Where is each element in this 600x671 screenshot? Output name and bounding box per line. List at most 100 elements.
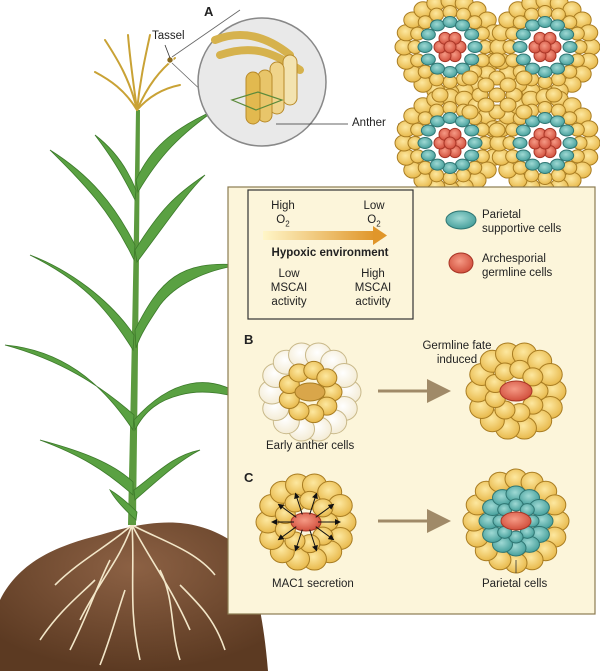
parietal-cell — [550, 115, 565, 128]
parietal-cell — [515, 28, 531, 41]
parietal-cell — [442, 16, 458, 28]
parietal-cell — [559, 28, 575, 41]
mac1-signal-arrow — [315, 526, 335, 541]
endothecium-cell — [429, 103, 445, 118]
connective-cell — [477, 97, 495, 113]
parietal-cell — [467, 41, 483, 53]
parietal-cell — [537, 112, 553, 124]
anther-label: Anther — [352, 117, 386, 129]
parietal-cell — [559, 124, 575, 137]
inner-cell — [522, 367, 544, 387]
parietal-cell — [417, 137, 433, 149]
parietal-cell — [420, 124, 436, 137]
endothecium-cell — [467, 15, 483, 30]
endothecium-cell — [550, 72, 566, 87]
leaves — [4, 109, 249, 521]
parietal-cells-cluster — [462, 468, 570, 574]
endothecium-cell — [417, 64, 433, 79]
mac1-signal-arrow — [294, 529, 303, 552]
parietal-cell — [550, 158, 565, 171]
inner-cell — [312, 498, 334, 518]
parietal-cell — [417, 41, 433, 53]
parietal-cell — [515, 53, 531, 66]
connective-cell — [477, 77, 495, 93]
endothecium-cell — [455, 168, 471, 183]
roots — [39, 524, 226, 666]
endothecium-cell — [512, 160, 528, 175]
connective-cell — [499, 77, 517, 93]
endothecium-cell — [562, 15, 578, 30]
parietal-cell — [442, 162, 458, 174]
connective-cell — [488, 87, 506, 103]
parietal-cell — [420, 28, 436, 41]
parietal-cell — [512, 137, 528, 149]
mac1-signal-arrow — [309, 492, 318, 515]
parietal-cell — [464, 28, 480, 41]
connective-cell — [488, 52, 506, 68]
parietal-cell — [559, 53, 575, 66]
early-inner-cell — [316, 368, 338, 388]
parietal-cell — [512, 41, 528, 53]
germline-cell — [443, 136, 457, 150]
parietal-cell — [430, 62, 445, 75]
panel-c-letter: C — [244, 470, 254, 485]
panel-a-letter: A — [204, 4, 214, 19]
connective-cell — [515, 104, 533, 120]
low-mscai-activity-label: Low MSCAI activity — [270, 268, 308, 308]
high-o2-label: High O2 — [271, 200, 295, 229]
germline-fate-label: Germline fate induced — [422, 340, 492, 366]
mac1-secretion-label: MAC1 secretion — [272, 578, 354, 590]
tassel-leader — [164, 44, 171, 59]
parietal-cell — [525, 19, 540, 32]
parietal-cell — [420, 149, 436, 162]
germline-cell — [538, 40, 552, 54]
connective-cell — [461, 104, 479, 120]
parietal-cell — [455, 158, 470, 171]
parietal-cell — [562, 137, 578, 149]
early-anther-label: Early anther cells — [266, 440, 355, 452]
parietal-cell — [430, 19, 445, 32]
high-mscai-activity-label: High MSCAI activity — [354, 268, 392, 308]
parietal-cell — [559, 149, 575, 162]
anther-cross-section — [394, 0, 600, 198]
endothecium-cell — [417, 160, 433, 175]
parietal-legend-label: Parietal supportive cells — [482, 209, 562, 235]
connective-cell — [431, 87, 449, 103]
parietal-cell — [464, 149, 480, 162]
parietal-cell — [455, 19, 470, 32]
panel-b-letter: B — [244, 332, 254, 347]
archesporial-cell — [499, 380, 533, 402]
parietal-cell — [537, 162, 553, 174]
archesporial-legend-label: Archesporial germline cells — [482, 253, 553, 279]
connective-cell — [461, 70, 479, 86]
anther-magnifier — [171, 9, 412, 147]
hypoxic-environment-label: Hypoxic environment — [271, 247, 389, 259]
parietal-cell — [464, 124, 480, 137]
tassel-label: Tassel — [152, 30, 185, 42]
soil-mound — [0, 522, 268, 671]
archesporial-cell — [500, 511, 532, 531]
connective-cell — [488, 122, 506, 138]
endothecium-cell — [562, 111, 578, 126]
archesporial-cell — [290, 512, 322, 532]
stalk — [128, 110, 140, 525]
parietal-cells-label: Parietal cells — [482, 578, 548, 590]
tassel — [94, 34, 181, 111]
parietal-cell — [442, 66, 458, 78]
mac1-signal-arrow — [277, 526, 297, 541]
germline-induced-cluster — [465, 342, 567, 440]
endothecium-cell — [524, 7, 540, 22]
oxygen-inset — [247, 189, 414, 320]
parietal-cell — [525, 62, 540, 75]
tassel-marker — [166, 56, 174, 64]
low-o2-label: Low O2 — [363, 200, 385, 229]
maize-plant-illustration — [0, 34, 268, 671]
connective-cell — [515, 70, 533, 86]
parietal-cell — [430, 158, 445, 171]
parietal-cell — [537, 66, 553, 78]
germline-cell — [443, 40, 457, 54]
parietal-cell — [430, 115, 445, 128]
endothecium-cell — [550, 168, 566, 183]
parietal-cell — [562, 41, 578, 53]
archesporial-legend-swatch — [448, 252, 474, 274]
